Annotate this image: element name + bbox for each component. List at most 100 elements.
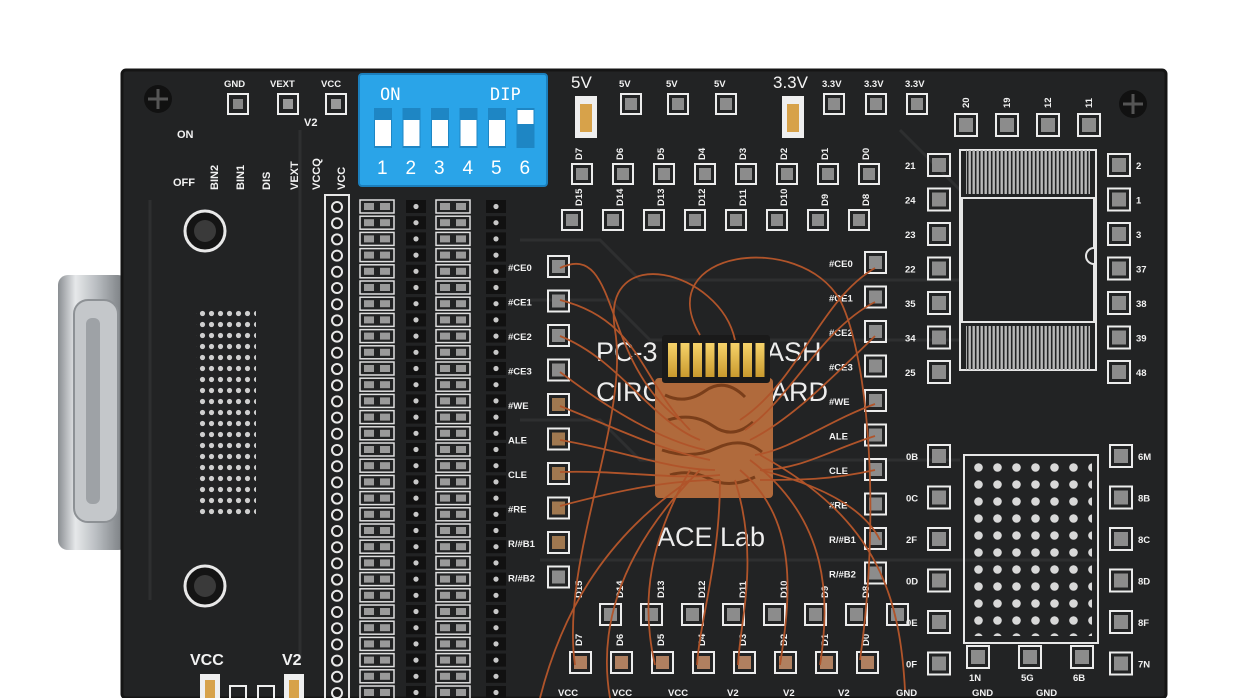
smd-pad-pair [435,555,471,571]
smd-pad-pair [359,555,395,571]
right-signal-9: R/#B2 [829,570,856,581]
5v-big-label: 5V [571,73,592,92]
header-pin [331,217,343,230]
tsop-right-label-39: 39 [1136,334,1147,345]
tsop-right-pad-37 [1107,256,1131,281]
smd-pad-pair [435,571,471,587]
left-signal-2: #CE2 [508,332,532,343]
power-pad-1 [667,93,689,115]
smd-pad-pair [435,490,471,506]
jumper-wire-22 [759,454,906,691]
edge-label-3: V2 [727,688,739,698]
switch-off-label: OFF [173,177,195,189]
bottom-pad-d11 [763,603,786,626]
top-label-d4: D4 [697,147,708,160]
bottom-pad-d9 [845,603,868,626]
tsop-left-label-35: 35 [905,299,916,310]
dip-number-4: 4 [463,158,474,179]
bga-right-label-6m: 6M [1138,452,1151,463]
bottom-label-d11: D11 [738,580,749,598]
pin-headers [324,194,506,698]
power-label-3: 3.3V [822,79,842,90]
power-leds [575,96,804,138]
jumper-wire-7 [559,479,721,507]
left-signal-pad-4 [547,393,570,416]
dip-number-5: 5 [491,158,502,179]
left-signal-pad-0 [547,255,570,278]
jumper-wire-9 [744,301,876,431]
bottom-label-d5: D5 [656,633,667,646]
bga-right-pad-8f [1109,610,1133,634]
top-pad-d11 [725,209,747,231]
top-pad-d14 [602,209,624,231]
top-label-d1: D1 [820,147,831,160]
smd-pad-pair [435,393,471,409]
tsop-top-pad-19 [995,113,1019,137]
top-label-d5: D5 [656,147,667,160]
dip-number-6: 6 [520,158,531,179]
tsop-top-label-20: 20 [961,97,972,108]
smd-pad-pair [359,458,395,473]
top-pad-d8 [848,209,870,231]
gnd-label: GND [224,79,245,90]
right-signal-pad-0 [864,251,887,274]
smd-pad-pair [359,620,395,635]
jumper-wire-8 [739,267,876,421]
header-pin [331,314,343,327]
tsop-left-label-25: 25 [905,368,916,379]
top-label-d7: D7 [574,148,585,160]
header-pin [331,670,343,683]
smd-pad-pair [359,523,395,538]
bottom-pad-d0 [856,651,879,674]
left-signal-pad-5 [547,427,570,451]
left-signal-6: CLE [508,470,527,481]
header-pin [331,687,343,698]
bga-right-pad-7n [1109,651,1133,676]
sd-contact [668,343,677,377]
jumper-wire-0 [559,263,681,421]
right-signal-8: R/#B1 [829,535,857,546]
switch-on-label: ON [177,129,194,141]
vcc-bottom-label: VCC [190,652,224,669]
header-pin [331,298,343,311]
smd-pad-pair [359,361,395,376]
microsd-card [655,335,773,498]
smd-pad-pair [359,490,395,506]
bottom-label-d10: D10 [779,581,790,598]
smd-pad-pair [435,280,471,295]
left-signal-pad-6 [547,462,570,485]
jumper-wire-12 [759,435,876,471]
vertical-label-vccq: VCCQ [311,158,323,190]
dip-toggle [517,110,534,124]
tsop-left-label-23: 23 [905,230,916,241]
smd-pad-pair [435,669,471,684]
header-pin [331,508,343,521]
bottom-pad-d4 [692,651,715,674]
smd-pad-pair [435,199,471,214]
smd-pad-pair [359,215,395,230]
smd-pad-pair [435,620,471,635]
top-pad-d13 [643,209,665,231]
header-pin [331,557,343,570]
right-signal-1: #CE1 [829,294,853,305]
dip-toggle [403,120,420,146]
jumper-wire-15 [689,256,872,661]
tsop-right-pad-38 [1107,291,1131,315]
right-signal-2: #CE2 [829,328,853,339]
header-pin [331,363,343,375]
header-pin [331,525,343,537]
bga-left-pad-0c [927,485,951,510]
ace-lab-logo: ACE Lab [657,522,765,552]
bga-left-pad-0f [927,651,951,676]
header-pin [331,589,343,602]
bga-bottom-label-1n: 1N [969,673,981,684]
sd-contact [718,343,727,377]
header-pin [331,282,343,294]
header-pin [331,201,343,213]
header-pin [331,233,343,246]
right-signal-pad-6 [864,458,887,481]
edge-label-8: GND [1036,688,1057,698]
